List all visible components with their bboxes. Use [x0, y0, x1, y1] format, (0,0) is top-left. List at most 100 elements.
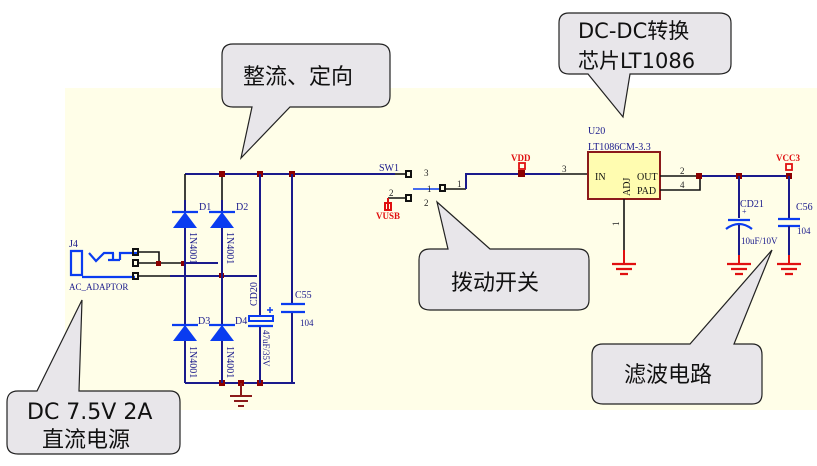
ground-bars	[230, 395, 252, 407]
regulator-u20[interactable]: U20 LT1086CM-3.3 IN OUT PAD ADJ 1	[587, 126, 661, 263]
switch-pin-label: 1	[457, 179, 462, 189]
diode-ref: D3	[198, 316, 210, 327]
diode-part: 1N4001	[224, 232, 235, 264]
callout-rectifier: 整流、定向	[221, 43, 391, 160]
diode-d1[interactable]: D1 1N4001	[172, 200, 211, 383]
ground-bars	[777, 262, 801, 276]
callout-bubble	[6, 299, 181, 455]
ground-symbol	[230, 383, 252, 407]
regulator-pin-out: OUT	[637, 172, 658, 183]
regulator-pin-in: IN	[595, 172, 606, 183]
regulator-part: LT1086CM-3.3	[588, 142, 651, 153]
capacitor-value: 104	[300, 318, 314, 328]
connector-ref: J4	[69, 239, 78, 250]
capacitor-value: 10uF/10V	[741, 236, 778, 246]
callout-dcdc: DC-DC转换 芯片LT1086	[558, 12, 732, 119]
callout-filter: 滤波电路	[591, 249, 773, 405]
callout-power: DC 7.5V 2A 直流电源	[6, 299, 181, 455]
regulator-pin-number-out: 2	[680, 166, 685, 176]
vdd-port	[518, 162, 526, 170]
callout-bubble	[418, 200, 590, 311]
connector-pin-1	[132, 248, 139, 256]
net-vusb: VUSB	[376, 211, 400, 221]
net-vdd: VDD	[511, 153, 531, 163]
capacitor-plates	[281, 302, 305, 314]
ground-symbol	[727, 262, 751, 276]
diode-symbol	[173, 212, 197, 228]
wire	[660, 176, 701, 191]
capacitor-c55[interactable]: C55 104	[281, 174, 314, 383]
callout-bubble	[221, 43, 391, 160]
connector-body	[69, 249, 84, 277]
wire-switch-to-vdd	[465, 173, 560, 189]
capacitor-value: 104	[797, 226, 811, 236]
capacitor-cd21[interactable]: CD21 + 10uF/10V	[725, 176, 778, 263]
capacitor-value: 47uF/35V	[261, 330, 271, 367]
diode-part: 1N4001	[187, 346, 198, 378]
diode-ref: D4	[235, 316, 247, 327]
capacitor-ref: C56	[796, 202, 813, 213]
capacitor-plate-negative	[725, 222, 753, 230]
diode-ref: D2	[236, 202, 248, 213]
callout-text: 拨动开关	[451, 271, 539, 296]
switch-pin-label: 1	[427, 184, 432, 194]
diode-symbol	[210, 325, 234, 341]
switch-pin-label: 2	[424, 198, 429, 208]
capacitor-ref: C55	[295, 290, 312, 301]
vcc3-port	[785, 163, 793, 171]
switch-contact-3	[405, 170, 412, 178]
diode-d4[interactable]: D4 1N4001	[209, 316, 247, 378]
junction-dot	[181, 261, 186, 266]
diode-part: 1N4001	[187, 232, 198, 264]
capacitor-ref: CD20	[249, 282, 260, 306]
diode-symbol	[173, 325, 197, 341]
net-vdd-port: VDD	[511, 153, 531, 177]
callout-text: 整流、定向	[243, 65, 353, 90]
connector-j4[interactable]: J4 AC_ADAPTOR	[69, 239, 139, 292]
diode-part: 1N4001	[224, 346, 235, 378]
callout-text-line-2: 直流电源	[42, 428, 130, 453]
callout-text-line-1: DC-DC转换	[578, 19, 689, 43]
connector-name: AC_ADAPTOR	[69, 282, 128, 292]
regulator-pin-adj: ADJ	[622, 178, 633, 196]
capacitor-cd20[interactable]: CD20 47uF/35V	[248, 174, 274, 383]
callout-text-line-1: DC 7.5V 2A	[27, 400, 152, 425]
junction-dot	[518, 170, 525, 177]
regulator-pin-pad: PAD	[637, 186, 656, 197]
regulator-pin-number-pad: 4	[680, 180, 685, 190]
connector-pin-2	[132, 259, 139, 267]
ground-symbol	[612, 262, 636, 276]
regulator-body	[587, 151, 661, 200]
callout-text: 滤波电路	[624, 363, 712, 388]
net-vcc3-port: VCC3	[776, 153, 800, 171]
switch-ref: SW1	[379, 163, 399, 174]
callout-text-line-2: 芯片LT1086	[578, 49, 695, 73]
switch-pin-label: 3	[424, 168, 429, 178]
capacitor-c56[interactable]: C56 104	[778, 176, 813, 263]
junction-dot	[219, 171, 225, 177]
ground-symbol	[777, 262, 801, 276]
callout-bubble	[558, 12, 732, 119]
callout-bubble	[591, 249, 773, 405]
junction-dot	[156, 261, 161, 266]
capacitor-ref: CD21	[740, 199, 764, 210]
wire	[139, 251, 160, 263]
diode-d3[interactable]: D3 1N4001	[172, 316, 210, 378]
vusb-port	[384, 202, 392, 211]
net-vcc3: VCC3	[776, 153, 800, 163]
diode-ref: D1	[199, 202, 211, 213]
diode-symbol	[210, 212, 234, 228]
plus-icon	[267, 307, 273, 313]
switch-contact-1	[439, 184, 446, 192]
diode-d2[interactable]: D2 1N4001	[209, 200, 248, 383]
switch-sw1[interactable]: SW1 3 1 1 2 2 VUSB	[376, 163, 560, 221]
callout-switch: 拨动开关	[418, 200, 590, 311]
connector-pin-3	[132, 272, 139, 280]
switch-pin-label: 2	[389, 188, 394, 198]
capacitor-plate-positive	[248, 315, 274, 322]
regulator-pin-number-adj: 1	[611, 222, 621, 227]
ground-bars	[612, 262, 636, 276]
ground-bars	[727, 262, 751, 276]
plus-icon: +	[742, 207, 747, 216]
regulator-pin-number-in: 3	[562, 164, 567, 174]
